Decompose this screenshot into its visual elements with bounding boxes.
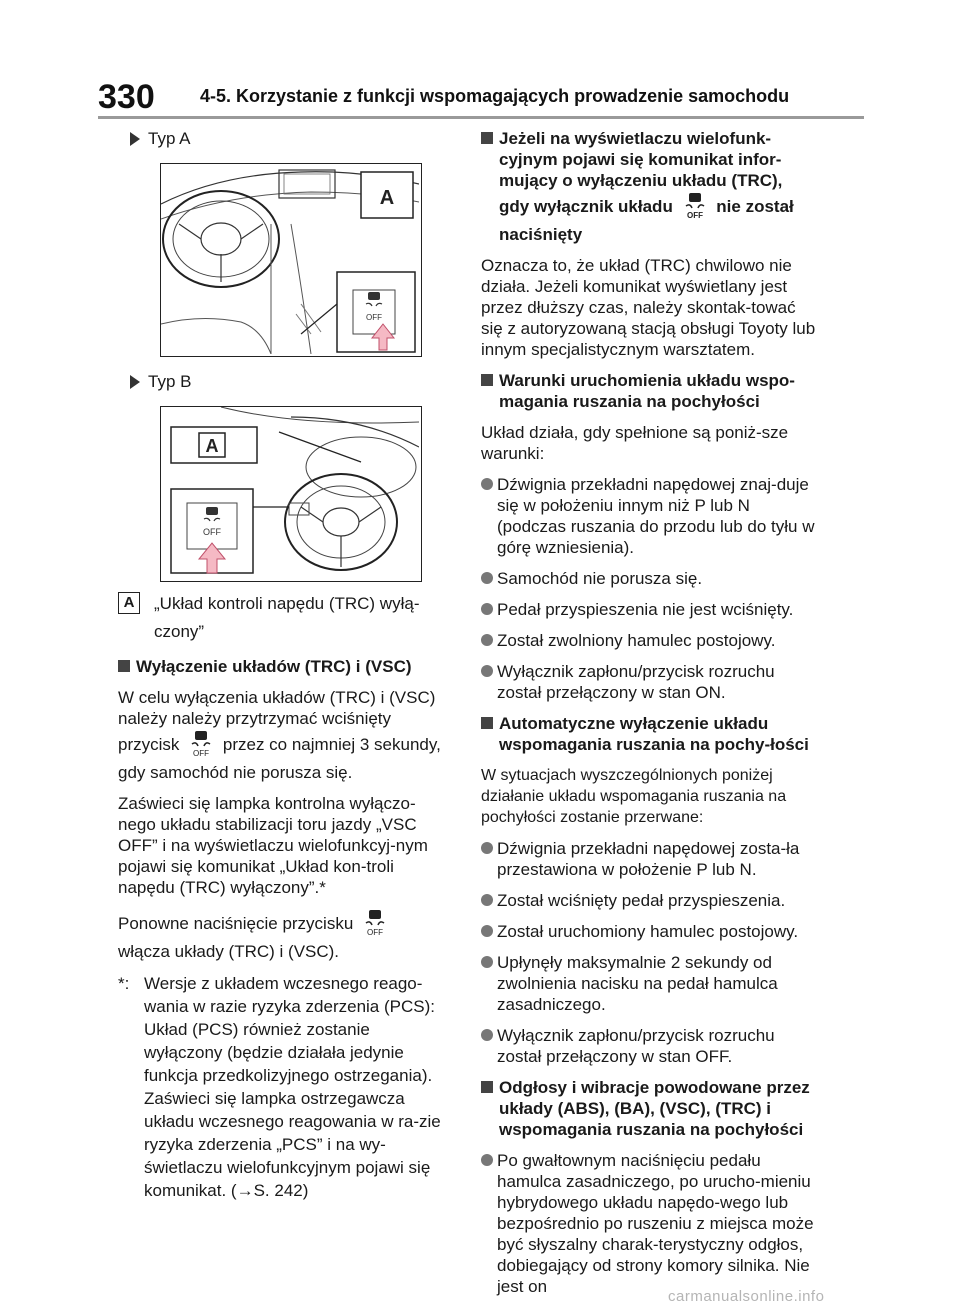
round-bullet-icon (481, 603, 493, 615)
round-bullet-icon (481, 478, 493, 490)
dashboard-illustration-a: A OFF (160, 164, 420, 355)
paragraph-disable-instructions: W celu wyłączenia układów (TRC) i (VSC) … (118, 688, 441, 782)
round-bullet-icon (481, 894, 493, 906)
trc-off-icon: OFF (188, 729, 214, 762)
round-bullet-icon (481, 956, 493, 968)
right-column: Jeżeli na wyświetlaczu wielofunk-cyjnym … (481, 128, 816, 1307)
list-item: Wyłącznik zapłonu/przycisk rozruchu zost… (481, 661, 816, 703)
square-bullet-icon (481, 717, 493, 729)
page-header: 330 4-5. Korzystanie z funkcji wspomagaj… (98, 78, 864, 118)
list-item: Został wciśnięty pedał przyspieszenia. (481, 890, 816, 911)
footnote-pcs: *: Wersje z układem wczesnego reago-wani… (118, 974, 441, 1200)
square-bullet-icon (481, 132, 493, 144)
heading-disable-trc-vsc: Wyłączenie układów (TRC) i (VSC) (118, 656, 448, 677)
trc-off-icon: OFF (682, 191, 708, 224)
round-bullet-icon (481, 572, 493, 584)
list-item: Samochód nie porusza się. (481, 568, 816, 589)
list-item: Dźwignia przekładni napędowej zosta-ła p… (481, 838, 816, 880)
heading-noise-vibration: Odgłosy i wibracje powodowane przez ukła… (481, 1077, 816, 1140)
list-item: Dźwignia przekładni napędowej znaj-duje … (481, 474, 816, 558)
paragraph-trc-unavailable: Oznacza to, że układ (TRC) chwilowo nie … (481, 256, 816, 359)
round-bullet-icon (481, 1029, 493, 1041)
round-bullet-icon (481, 925, 493, 937)
type-a-label: Typ A (118, 128, 448, 149)
list-item: Został zwolniony hamulec postojowy. (481, 630, 816, 651)
dashboard-illustration-b: A OFF (161, 406, 420, 579)
svg-text:OFF: OFF (193, 749, 209, 757)
watermark: carmanualsonline.info (668, 1288, 825, 1305)
header-rule (98, 116, 864, 119)
round-bullet-icon (481, 665, 493, 677)
svg-text:OFF: OFF (687, 211, 703, 219)
square-bullet-icon (481, 374, 493, 386)
square-bullet-icon (118, 660, 130, 672)
callout-a-box: A (118, 592, 140, 614)
paragraph-reenable: Ponowne naciśnięcie przycisku OFF włącza… (118, 908, 448, 962)
figure-type-a: A OFF (160, 163, 422, 357)
heading-trc-message: Jeżeli na wyświetlaczu wielofunk-cyjnym … (481, 128, 816, 245)
triangle-arrow-icon (130, 375, 140, 389)
svg-text:OFF: OFF (366, 313, 382, 322)
paragraph-auto-disable-intro: W sytuacjach wyszczególnionych poniżej d… (481, 767, 787, 826)
list-item: Upłynęły maksymalnie 2 sekundy od zwolni… (481, 952, 816, 1015)
paragraph-conditions-intro: Układ działa, gdy spełnione są poniż-sze… (481, 423, 789, 463)
list-item: Pedał przyspieszenia nie jest wciśnięty. (481, 599, 816, 620)
round-bullet-icon (481, 1154, 493, 1166)
list-item: Wyłącznik zapłonu/przycisk rozruchu zost… (481, 1025, 816, 1067)
type-b-label: Typ B (118, 371, 448, 392)
square-bullet-icon (481, 1081, 493, 1093)
left-column: Typ A A OFF Typ B (118, 128, 448, 1212)
figure-b-callout: A (206, 436, 219, 456)
svg-text:OFF: OFF (203, 527, 221, 537)
heading-hill-start-conditions: Warunki uruchomienia układu wspo-magania… (481, 370, 816, 412)
paragraph-indicator: Zaświeci się lampka kontrolna wyłączo-ne… (118, 794, 428, 897)
triangle-arrow-icon (130, 132, 140, 146)
round-bullet-icon (481, 634, 493, 646)
heading-auto-disable: Automatyczne wyłączenie układu wspomagan… (481, 713, 816, 755)
round-bullet-icon (481, 842, 493, 854)
trc-off-icon: OFF (362, 908, 388, 941)
figure-type-b: A OFF (160, 406, 422, 582)
figure-caption: A „Układ kontroli napędu (TRC) wyłą-czon… (118, 590, 448, 646)
list-item: Został uruchomiony hamulec postojowy. (481, 921, 816, 942)
section-title: 4-5. Korzystanie z funkcji wspomagającyc… (200, 86, 790, 106)
figure-a-callout: A (380, 187, 394, 209)
page-number: 330 (98, 78, 155, 116)
list-item: Po gwałtownym naciśnięciu pedału hamulca… (481, 1150, 816, 1297)
svg-text:OFF: OFF (367, 928, 383, 936)
